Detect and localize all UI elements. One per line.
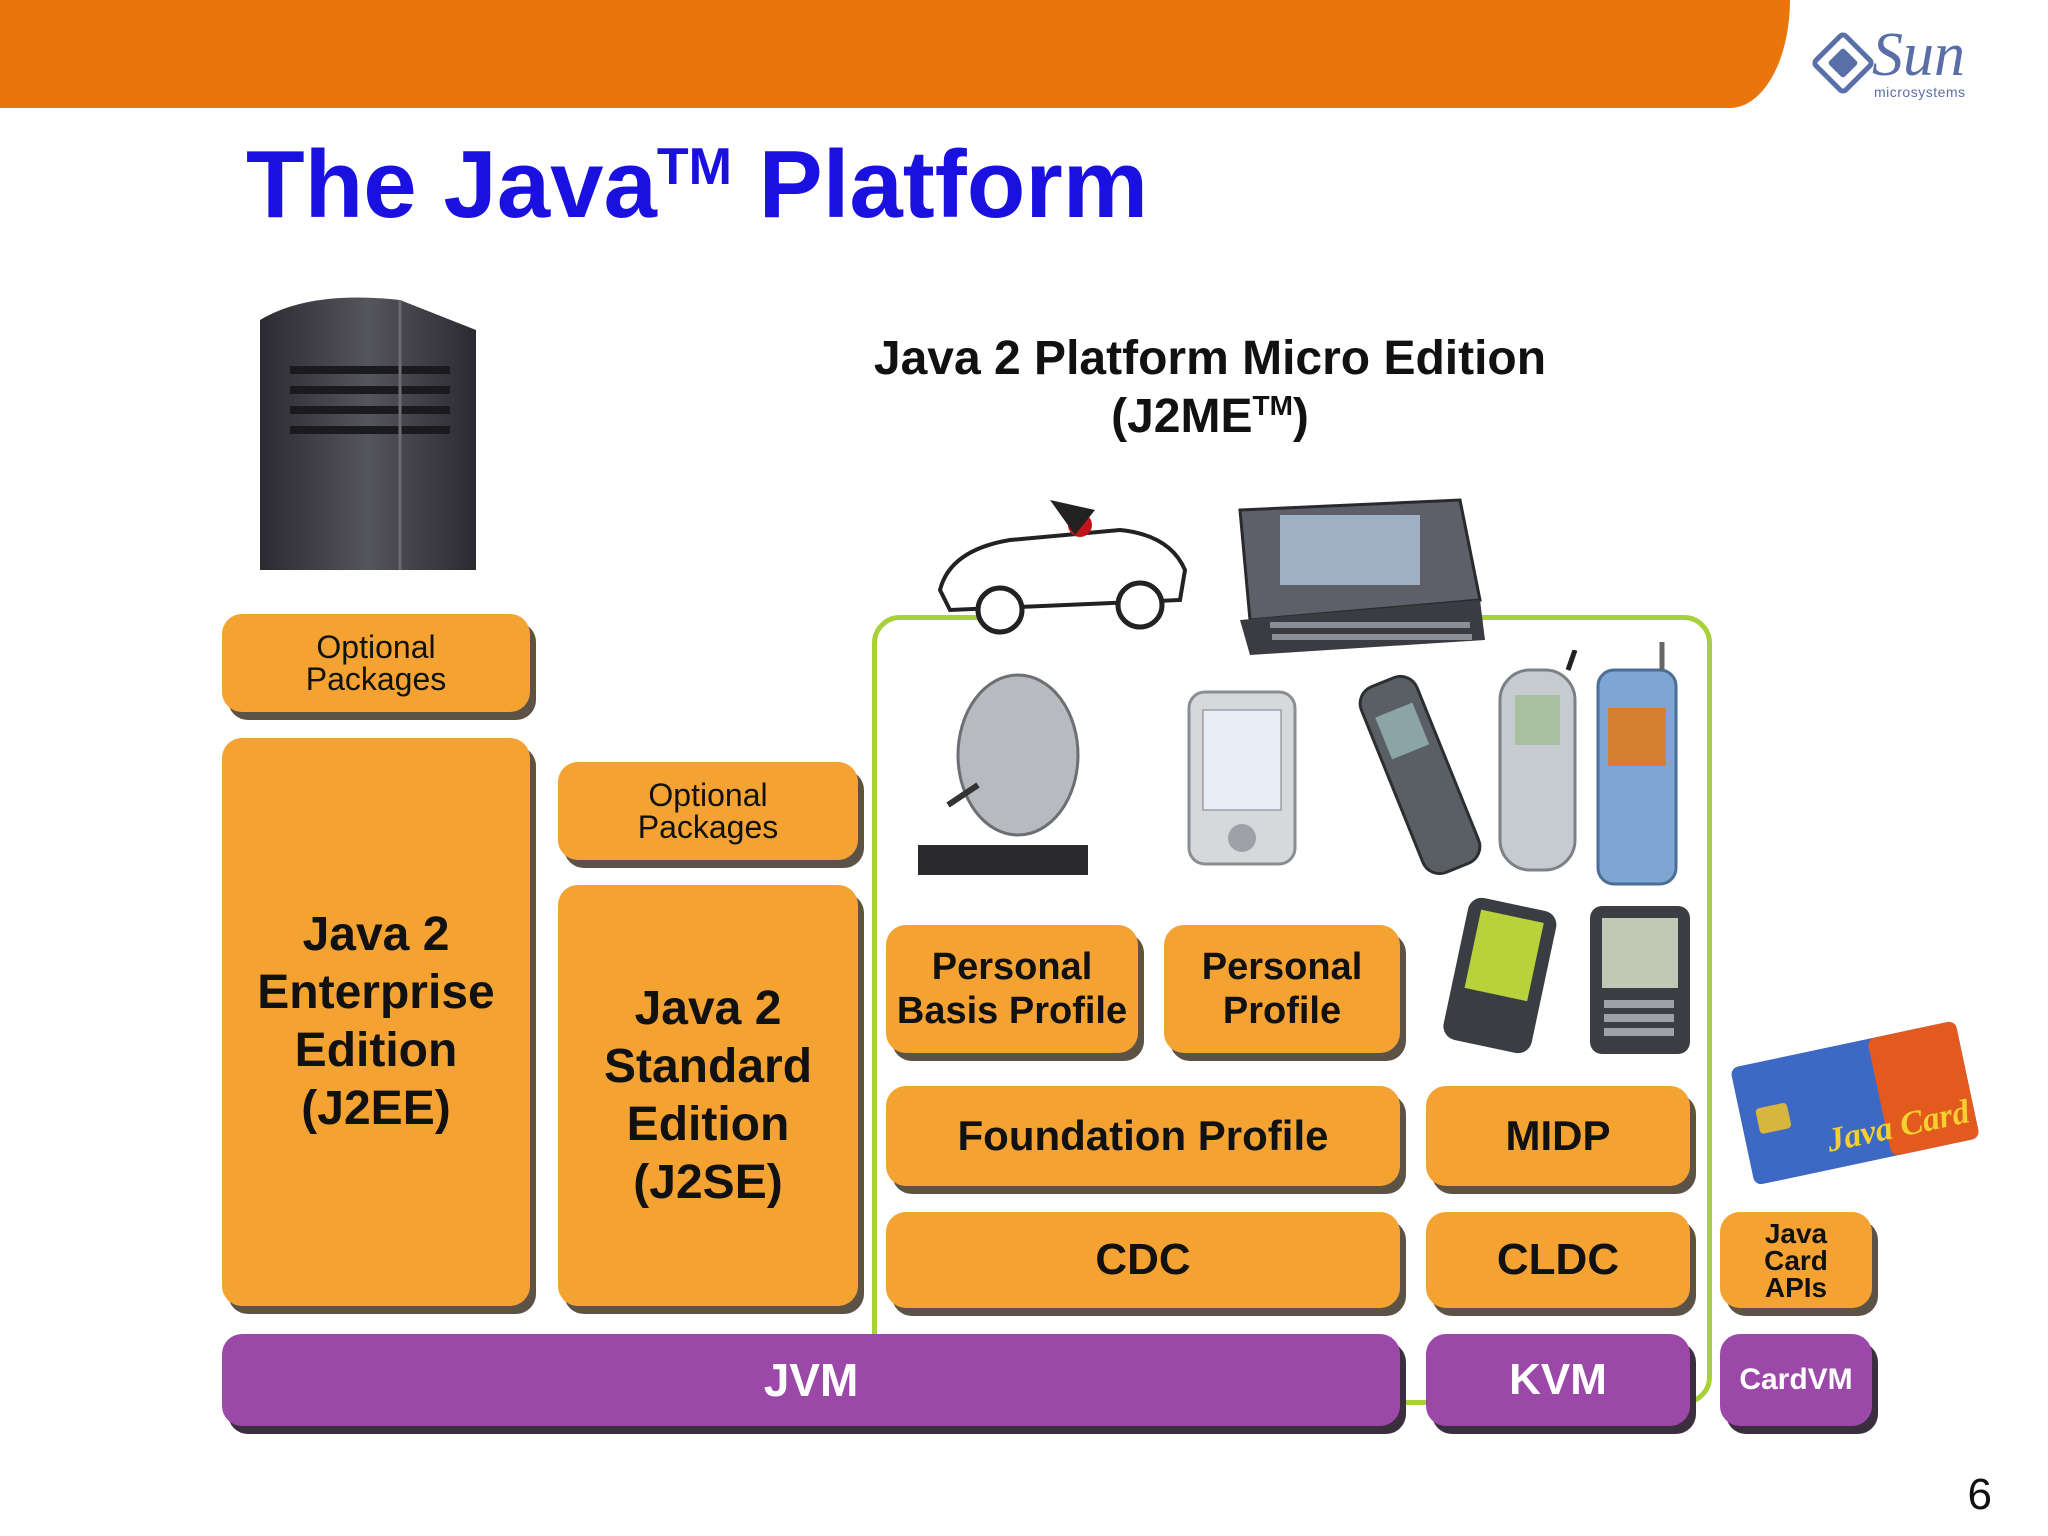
- j2me-title-line1: Java 2 Platform Micro Edition: [873, 332, 1547, 385]
- title-tm: TM: [656, 138, 732, 196]
- satellite-dish-image: [918, 665, 1098, 895]
- personal-basis-profile-box: Personal Basis Profile: [886, 925, 1138, 1053]
- sun-logo: Sun microsystems: [1808, 24, 2008, 104]
- cdc-box: CDC: [886, 1212, 1400, 1308]
- j2me-title: Java 2 Platform Micro Edition (J2METM): [790, 330, 1630, 446]
- blackberry-image: [1580, 900, 1700, 1060]
- java-card-image: Java Card: [1730, 1018, 1980, 1188]
- sun-logo-icon: [1812, 32, 1874, 94]
- logo-word: Sun: [1872, 21, 1965, 89]
- phone-image-1: [1355, 665, 1485, 885]
- logo-sub: microsystems: [1874, 84, 1966, 100]
- midp-box: MIDP: [1426, 1086, 1690, 1186]
- pda-image: [1185, 688, 1300, 868]
- java-card-apis-box: Java Card APIs: [1720, 1212, 1872, 1308]
- title-rest: Platform: [732, 131, 1149, 238]
- j2me-tm: TM: [1252, 390, 1293, 421]
- personal-profile-box: Personal Profile: [1164, 925, 1400, 1053]
- header-bar: [0, 0, 1790, 108]
- cardvm-box: CardVM: [1720, 1334, 1872, 1426]
- se-optional-packages: Optional Packages: [558, 762, 858, 860]
- cldc-box: CLDC: [1426, 1212, 1690, 1308]
- jvm-box: JVM: [222, 1334, 1400, 1426]
- server-image: [250, 290, 486, 580]
- communicator-image: [1220, 490, 1490, 660]
- car-image: [920, 480, 1200, 650]
- palm-image: [1430, 895, 1570, 1055]
- title-main: The Java: [246, 131, 657, 238]
- j2me-pre: (J2ME: [1111, 390, 1253, 443]
- j2me-title-line2: (J2METM): [790, 388, 1630, 446]
- j2se-box: Java 2 Standard Edition (J2SE): [558, 885, 858, 1306]
- j2ee-box: Java 2 Enterprise Edition (J2EE): [222, 738, 530, 1306]
- phone-image-2: [1490, 649, 1585, 880]
- phone-image-3: [1592, 640, 1682, 890]
- page-number: 6: [1967, 1470, 1992, 1519]
- j2me-post: ): [1292, 390, 1309, 443]
- ee-optional-packages: Optional Packages: [222, 614, 530, 712]
- foundation-profile-box: Foundation Profile: [886, 1086, 1400, 1186]
- kvm-box: KVM: [1426, 1334, 1690, 1426]
- page-title: The JavaTM Platform: [246, 130, 1148, 240]
